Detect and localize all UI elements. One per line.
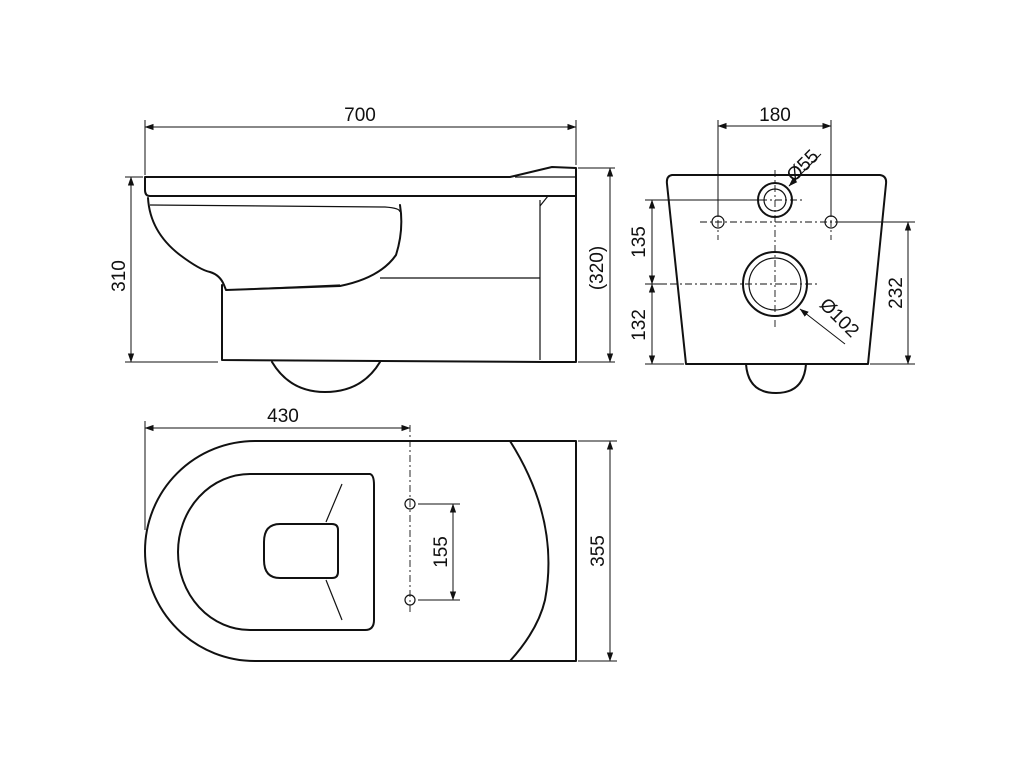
dim-320: (320)	[587, 246, 608, 290]
side-body	[221, 195, 577, 363]
dim-135: 135	[629, 226, 650, 258]
dim-155: 155	[431, 536, 452, 568]
rear-outline	[665, 174, 888, 365]
dim-700: 700	[344, 105, 376, 126]
top-fixing-hole-upper	[404, 498, 416, 510]
dim-430: 430	[267, 406, 299, 427]
side-foot	[271, 361, 381, 393]
dim-dia-102: Ø102	[815, 294, 863, 342]
side-bowl	[147, 197, 403, 291]
dim-310: 310	[109, 260, 130, 292]
dim-355: 355	[588, 535, 609, 567]
top-view: 430 155 355	[144, 406, 617, 662]
top-seat-opening	[177, 473, 375, 631]
side-rim	[144, 166, 577, 197]
top-bowl-inner	[263, 523, 339, 579]
dim-dia-55: Ø55	[783, 146, 823, 186]
dim-180: 180	[759, 105, 791, 126]
top-rear-curve	[509, 440, 550, 662]
rear-foot	[745, 363, 807, 394]
side-view: 700 310 (320)	[109, 105, 615, 393]
rear-view: 180 Ø55 Ø102 135 132 232	[629, 105, 915, 394]
top-outline	[144, 440, 577, 662]
dim-232: 232	[886, 277, 907, 309]
dim-132: 132	[629, 309, 650, 341]
